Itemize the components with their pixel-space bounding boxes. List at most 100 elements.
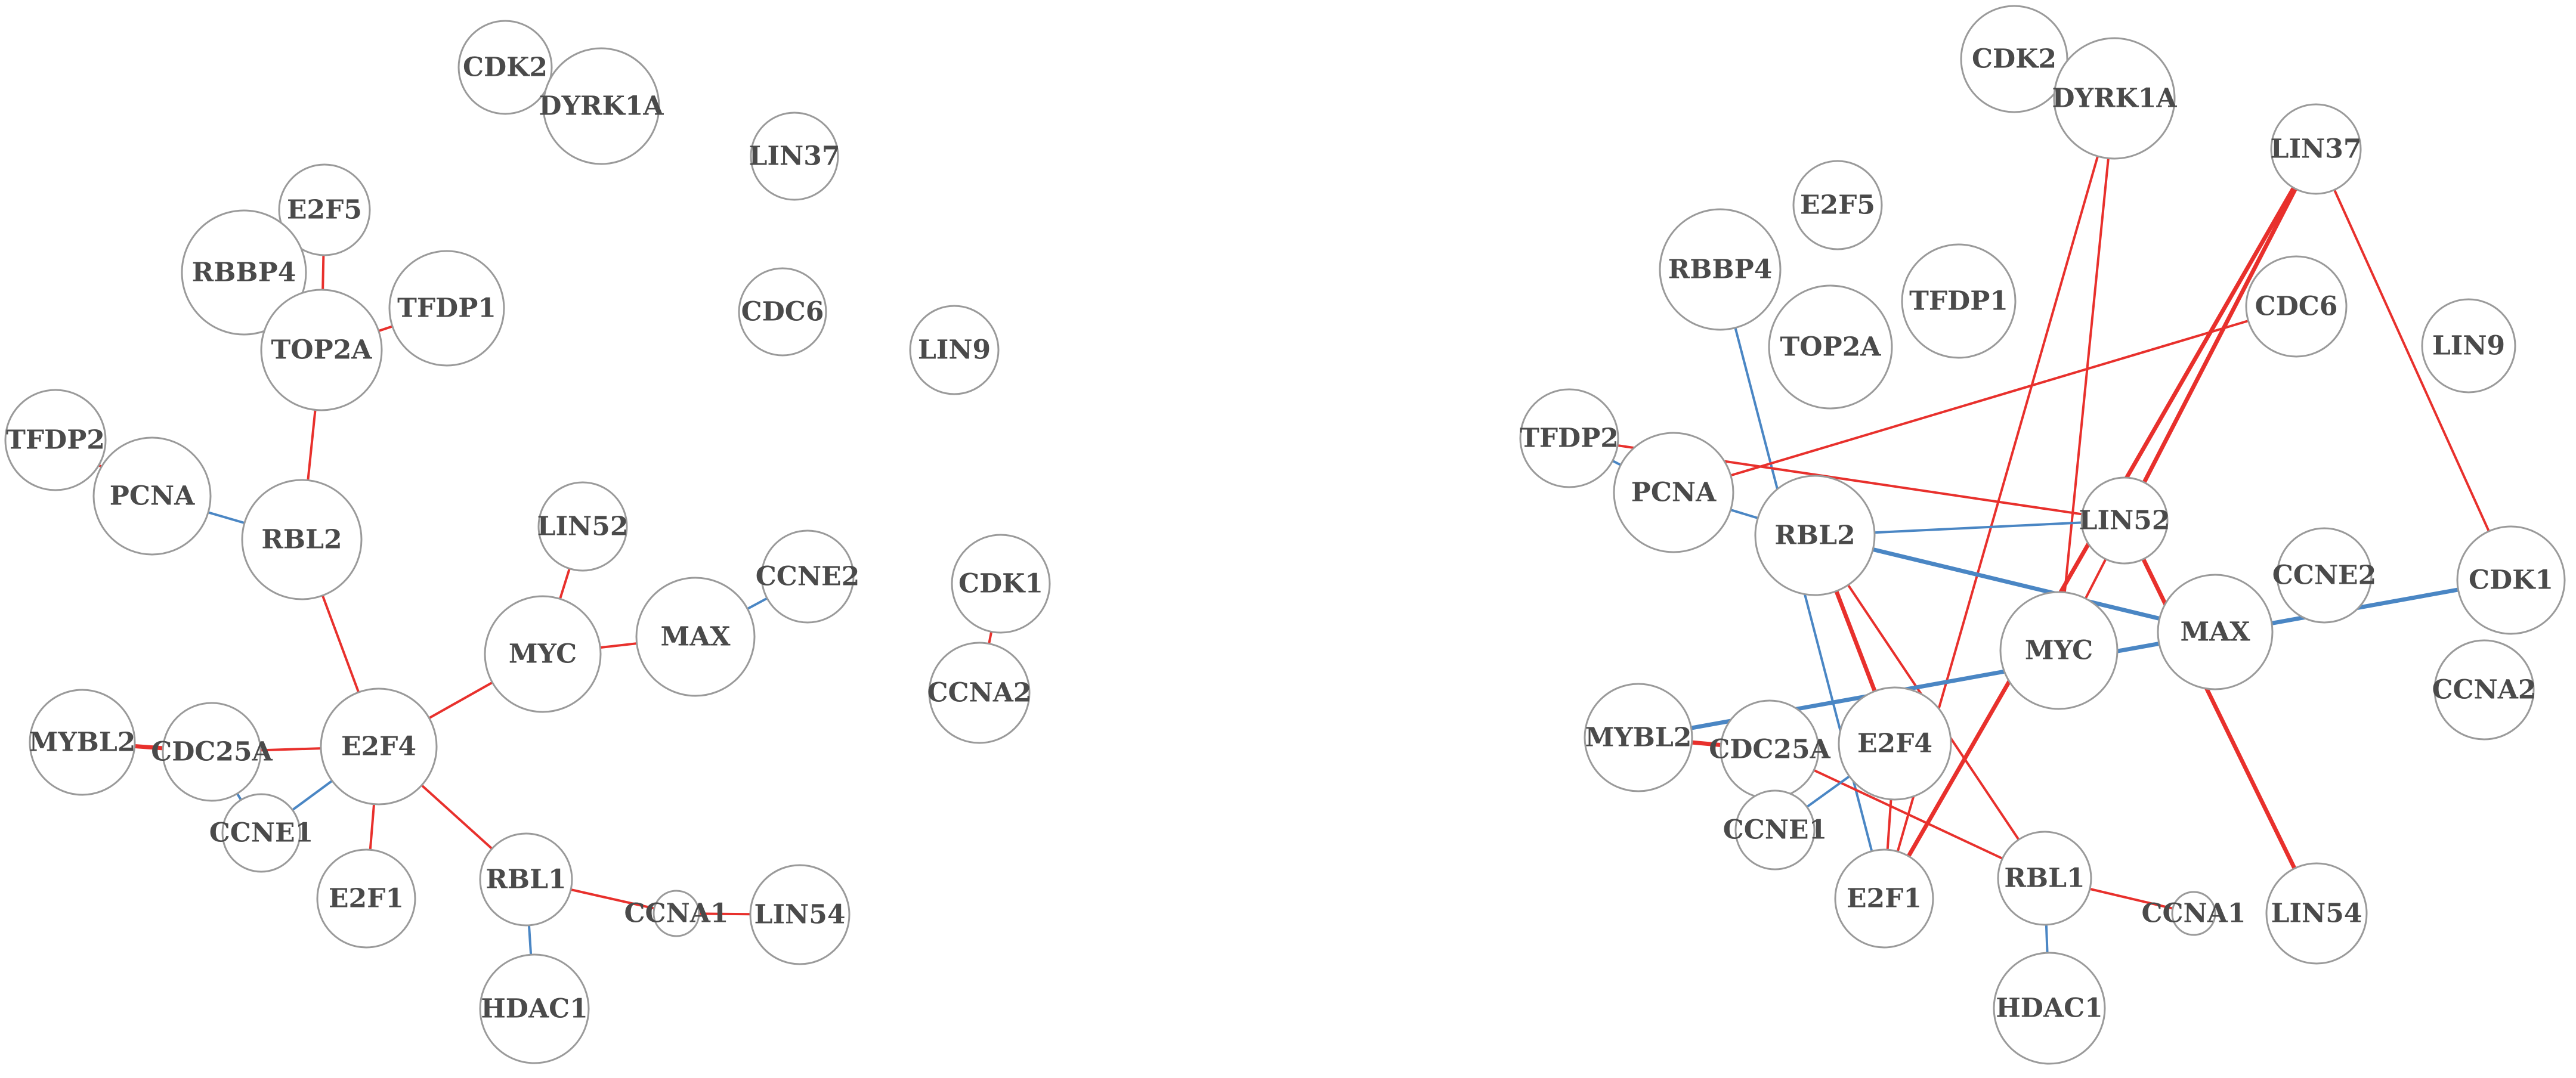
node-label: RBL1 [2004, 863, 2085, 894]
node-circle [181, 209, 307, 336]
edge-dyrk1a-myc [2058, 98, 2116, 651]
node-label: CCNA1 [624, 899, 728, 929]
node-label: MAX [2181, 617, 2251, 648]
node-label: MYBL2 [29, 727, 136, 758]
node-rbbp4: RBBP4 [181, 209, 307, 336]
node-circle [760, 529, 855, 624]
nodes-right: CDK2DYRK1ALIN37E2F5RBBP4TFDP1TOP2ACDC6LI… [1519, 5, 2566, 1065]
node-circle [1993, 952, 2106, 1065]
node-label: E2F4 [1857, 729, 1932, 759]
node-ccne2: CCNE2 [2272, 527, 2376, 624]
node-label: E2F1 [1847, 884, 1922, 914]
node-label: TFDP1 [397, 293, 496, 324]
node-cdk2: CDK2 [457, 20, 553, 115]
node-circle [1901, 243, 2017, 359]
node-circle [479, 953, 590, 1064]
node-label: RBBP4 [192, 258, 296, 288]
node-label: CDK2 [463, 52, 548, 83]
node-label: PCNA [110, 481, 195, 512]
edge-cdc6-pcna [1673, 305, 2297, 494]
node-label: RBL2 [1774, 521, 1855, 551]
node-label: CDC25A [1709, 735, 1830, 765]
node-circle [316, 848, 416, 949]
node-label: CDC6 [2255, 292, 2338, 322]
node-circle [1659, 208, 1782, 331]
node-circle [1613, 432, 1734, 553]
node-ccna1: CCNA1 [624, 890, 729, 937]
node-lin54: LIN54 [749, 864, 851, 965]
node-cdk1: CDK1 [951, 534, 1051, 634]
network-right: CDK2DYRK1ALIN37E2F5RBBP4TFDP1TOP2ACDC6LI… [1519, 5, 2566, 1065]
node-circle [928, 642, 1031, 744]
node-e2f1: E2F1 [316, 848, 416, 949]
node-circle [542, 47, 660, 165]
node-label: E2F5 [287, 195, 362, 225]
node-label: LIN9 [918, 335, 991, 365]
node-label: LIN37 [2271, 134, 2362, 165]
node-label: CCNA1 [2141, 899, 2246, 929]
node-ccne2: CCNE2 [756, 529, 859, 624]
node-label: RBL1 [485, 865, 566, 895]
node-circle [1734, 789, 1816, 871]
node-lin37: LIN37 [749, 111, 840, 201]
node-circle [278, 163, 371, 256]
node-cdk1: CDK1 [2456, 525, 2566, 635]
node-cdc6: CDC6 [2245, 255, 2348, 358]
node-circle [2245, 255, 2348, 358]
node-circle [1519, 388, 1619, 488]
node-rbbp4: RBBP4 [1659, 208, 1782, 331]
node-circle [2433, 639, 2535, 741]
node-circle [2171, 891, 2216, 936]
network-left: CDK2DYRK1ALIN37E2F5RBBP4TFDP1TOP2ACDC6LI… [4, 20, 1051, 1064]
node-ccne1: CCNE1 [1723, 789, 1827, 871]
node-circle [1792, 160, 1883, 250]
node-label: TOP2A [1780, 332, 1882, 363]
node-ccna2: CCNA2 [2432, 639, 2537, 741]
node-circle [162, 702, 262, 802]
node-circle [1768, 284, 1893, 410]
node-label: CDK1 [2469, 565, 2553, 596]
node-circle [749, 864, 851, 965]
node-label: CCNE2 [2272, 560, 2376, 591]
node-circle [738, 267, 827, 357]
edge-lin52-lin54 [2122, 519, 2319, 915]
node-lin9: LIN9 [2421, 298, 2516, 394]
node-label: E2F1 [329, 884, 404, 914]
node-circle [1834, 848, 1934, 949]
node-mybl2: MYBL2 [1584, 683, 1693, 792]
node-top2a: TOP2A [260, 289, 383, 411]
node-label: CCNE1 [209, 818, 313, 848]
node-ccna2: CCNA2 [927, 642, 1032, 744]
node-rbl1: RBL1 [1997, 831, 2092, 926]
node-dyrk1a: DYRK1A [2052, 37, 2177, 160]
node-circle [241, 479, 363, 600]
node-label: CCNA2 [2432, 675, 2536, 705]
node-rbl2: RBL2 [241, 479, 363, 600]
node-circle [2276, 527, 2373, 624]
node-circle [2265, 862, 2368, 965]
node-circle [2157, 574, 2274, 690]
node-rbl2: RBL2 [1754, 475, 1876, 596]
node-dyrk1a: DYRK1A [539, 47, 664, 165]
node-pcna: PCNA [92, 436, 212, 556]
node-circle [1999, 591, 2119, 710]
node-label: MYC [509, 639, 577, 670]
node-circle [1997, 831, 2092, 926]
node-myc: MYC [1999, 591, 2119, 710]
node-circle [92, 436, 212, 556]
node-label: LIN37 [749, 141, 840, 172]
node-label: RBL2 [261, 525, 342, 555]
node-label: LIN52 [537, 512, 629, 542]
node-circle [1960, 5, 2068, 113]
node-circle [750, 111, 839, 201]
node-label: CCNA2 [927, 678, 1031, 708]
node-circle [320, 687, 438, 806]
node-circle [29, 689, 136, 796]
node-max: MAX [635, 577, 756, 697]
node-ccne1: CCNE1 [209, 793, 313, 873]
node-circle [2456, 525, 2566, 635]
node-tfdp2: TFDP2 [1519, 388, 1619, 488]
node-cdk2: CDK2 [1960, 5, 2068, 113]
node-circle [484, 595, 602, 713]
edge-lin37-lin52 [2122, 148, 2318, 522]
